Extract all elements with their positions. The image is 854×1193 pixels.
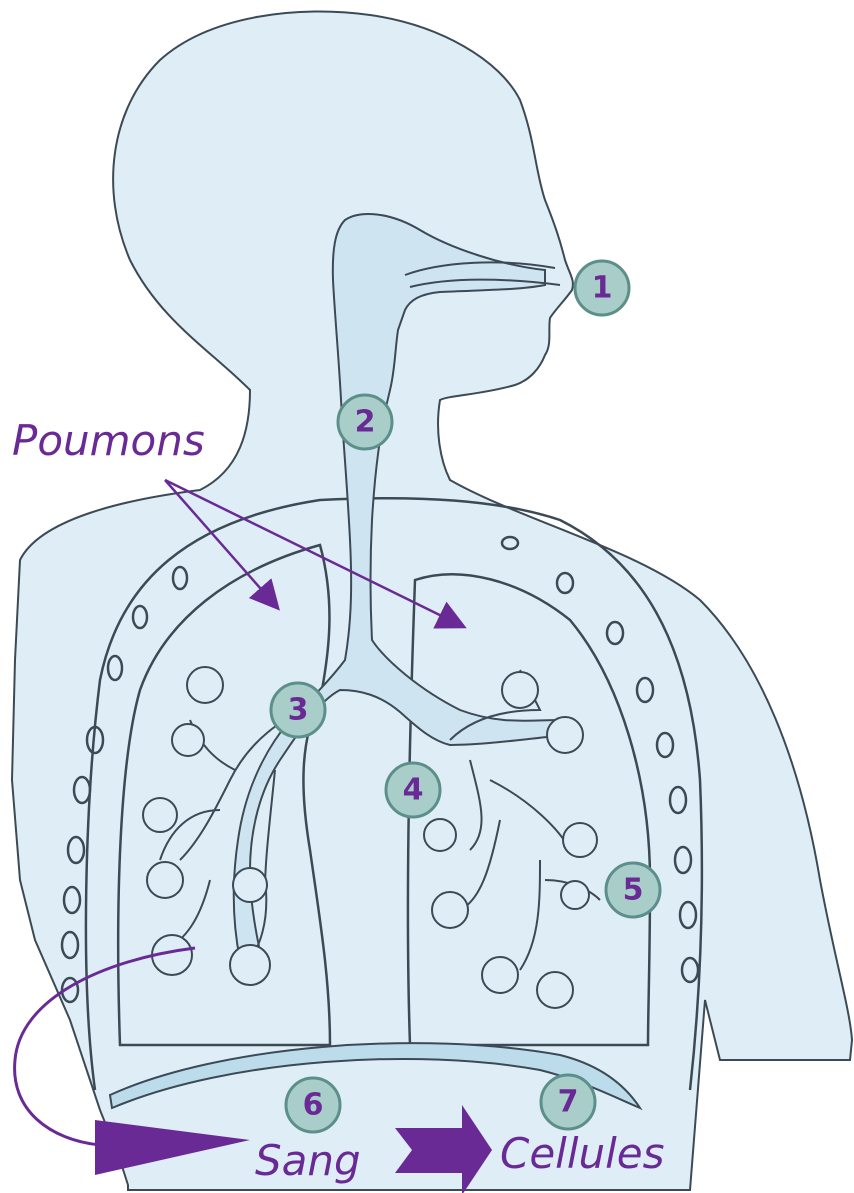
- marker-7: 7: [541, 1075, 595, 1129]
- label-cellules: Cellules: [500, 1129, 665, 1178]
- marker-3-label: 3: [288, 693, 309, 728]
- marker-7-label: 7: [558, 1085, 579, 1120]
- marker-1-label: 1: [592, 271, 613, 306]
- marker-6: 6: [286, 1078, 340, 1132]
- marker-4-label: 4: [403, 773, 424, 808]
- marker-5: 5: [606, 863, 660, 917]
- marker-3: 3: [271, 683, 325, 737]
- marker-6-label: 6: [303, 1088, 324, 1123]
- marker-4: 4: [386, 763, 440, 817]
- marker-1: 1: [575, 261, 629, 315]
- marker-5-label: 5: [623, 873, 644, 908]
- label-sang: Sang: [255, 1136, 361, 1185]
- marker-2-label: 2: [355, 405, 376, 440]
- label-poumons: Poumons: [12, 416, 205, 465]
- marker-2: 2: [338, 395, 392, 449]
